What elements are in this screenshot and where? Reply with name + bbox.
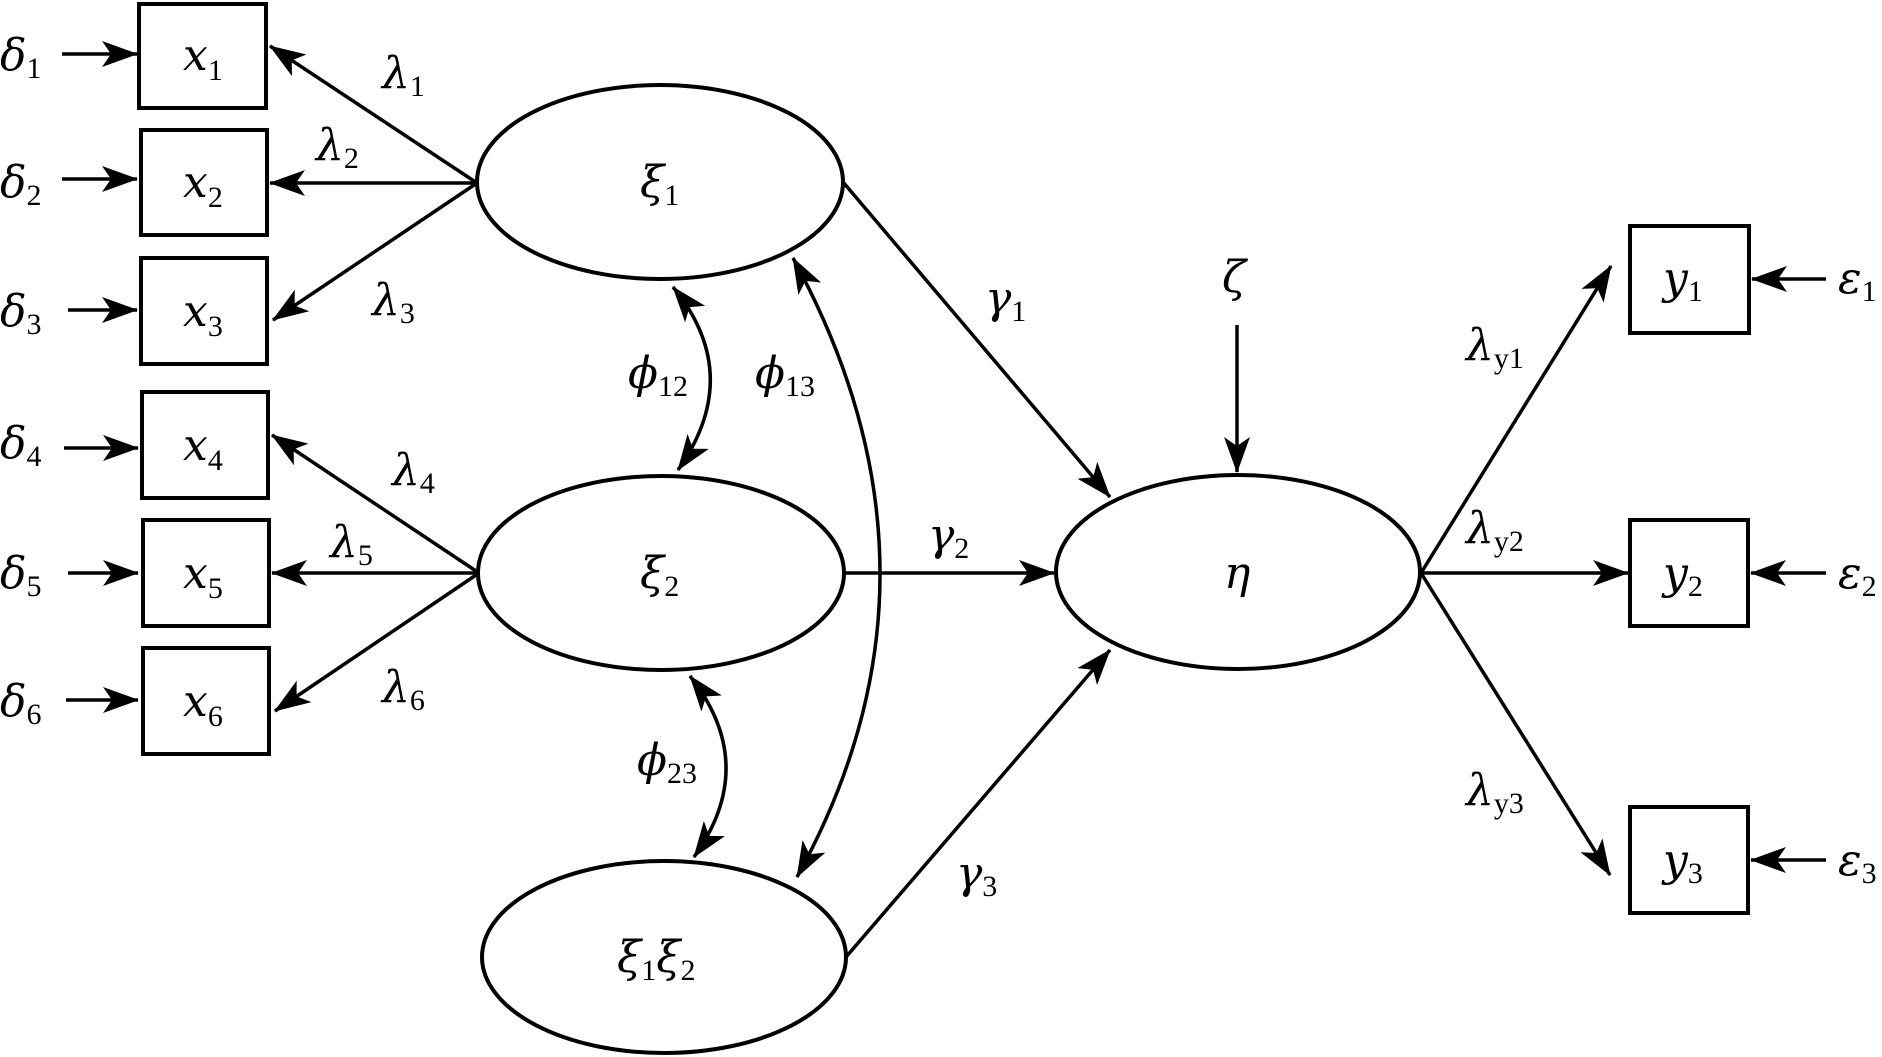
x-indicators: x1 δ1 x2 δ2 x3 δ3 x4 δ4 x5 bbox=[0, 2, 271, 756]
indicator-x2: x2 δ2 bbox=[0, 128, 269, 237]
arrow-gamma1 bbox=[841, 180, 1112, 499]
label-delta5: δ5 bbox=[0, 548, 42, 603]
indicator-x4: x4 δ4 bbox=[0, 390, 270, 500]
box-x5 bbox=[141, 518, 271, 628]
loadings-eta: λy1 λy2 λy3 bbox=[1419, 265, 1629, 876]
arrow-gamma3 bbox=[844, 648, 1112, 959]
arrow-lambda3 bbox=[272, 181, 478, 322]
indicator-x3: x3 δ3 bbox=[0, 256, 269, 366]
indicator-x5: x5 δ5 bbox=[0, 518, 271, 628]
indicator-x6: x6 δ6 bbox=[0, 646, 271, 756]
label-lambda-y1: λy1 bbox=[1464, 320, 1524, 375]
label-xi1xi2: ξ1ξ2 bbox=[617, 932, 695, 987]
box-y1 bbox=[1628, 224, 1751, 335]
label-lambda4: λ4 bbox=[390, 445, 435, 500]
label-gamma3: γ3 bbox=[956, 848, 997, 903]
latent-xi1xi2: ξ1ξ2 bbox=[480, 859, 848, 1055]
indicator-y3: y3 ε3 bbox=[1628, 805, 1877, 915]
label-x4: x4 bbox=[183, 420, 223, 477]
label-phi13: ϕ13 bbox=[755, 348, 815, 403]
latent-xi2: ξ2 bbox=[476, 474, 846, 672]
box-x2 bbox=[139, 128, 269, 237]
label-x5: x5 bbox=[183, 548, 223, 605]
latent-xi1: ξ1 bbox=[475, 83, 845, 281]
label-epsilon2: ε2 bbox=[1838, 548, 1877, 603]
label-y1: y1 bbox=[1661, 253, 1703, 308]
label-lambda5: λ5 bbox=[328, 517, 373, 572]
loadings-xi2: λ4 λ5 λ6 bbox=[271, 433, 480, 717]
arc-phi12 bbox=[671, 285, 713, 472]
arrow-lambda-y1 bbox=[1419, 265, 1613, 574]
box-x6 bbox=[141, 646, 271, 756]
label-x3: x3 bbox=[183, 286, 223, 343]
label-gamma1: γ1 bbox=[985, 273, 1026, 328]
label-lambda3: λ3 bbox=[370, 275, 415, 330]
label-x1: x1 bbox=[183, 30, 223, 87]
arrow-lambda-y3 bbox=[1419, 572, 1612, 876]
label-epsilon3: ε3 bbox=[1838, 835, 1877, 890]
label-eta: η bbox=[1224, 548, 1250, 599]
label-lambda1: λ1 bbox=[380, 48, 425, 103]
label-delta3: δ3 bbox=[0, 286, 42, 341]
label-zeta: ζ bbox=[1222, 252, 1249, 303]
y-indicators: y1 ε1 y2 ε2 y3 ε3 bbox=[1628, 224, 1877, 915]
label-x2: x2 bbox=[183, 157, 223, 214]
label-phi23: ϕ23 bbox=[637, 735, 697, 790]
arrow-lambda1 bbox=[269, 44, 478, 185]
label-delta1: δ1 bbox=[0, 30, 42, 85]
box-x3 bbox=[139, 256, 269, 366]
label-delta4: δ4 bbox=[0, 418, 42, 473]
covariances: ϕ12 ϕ13 ϕ23 bbox=[628, 257, 882, 878]
label-xi2: ξ2 bbox=[640, 548, 679, 603]
label-epsilon1: ε1 bbox=[1838, 253, 1877, 308]
label-xi1: ξ1 bbox=[640, 157, 679, 212]
box-x4 bbox=[140, 390, 270, 500]
indicator-y1: y1 ε1 bbox=[1628, 224, 1877, 335]
arrow-lambda6 bbox=[274, 571, 480, 713]
label-phi12: ϕ12 bbox=[628, 348, 688, 403]
loadings-xi1: λ1 λ2 λ3 bbox=[269, 44, 478, 330]
label-lambda6: λ6 bbox=[380, 662, 425, 717]
label-delta6: δ6 bbox=[0, 676, 42, 731]
label-lambda-y2: λy2 bbox=[1464, 503, 1524, 558]
indicator-x1: x1 δ1 bbox=[0, 2, 268, 110]
arc-phi23 bbox=[688, 674, 728, 859]
arrow-lambda4 bbox=[271, 433, 480, 575]
latent-eta: η ζ bbox=[1054, 252, 1422, 671]
label-lambda2: λ2 bbox=[314, 120, 359, 175]
structural-paths: γ1 γ2 γ3 bbox=[841, 180, 1112, 959]
label-x6: x6 bbox=[183, 676, 223, 733]
box-y3 bbox=[1628, 805, 1750, 915]
label-lambda-y3: λy3 bbox=[1464, 765, 1524, 820]
label-gamma2: γ2 bbox=[928, 510, 969, 565]
box-y2 bbox=[1628, 518, 1750, 628]
label-delta2: δ2 bbox=[0, 157, 42, 212]
label-y2: y2 bbox=[1661, 548, 1703, 603]
arc-phi13 bbox=[791, 257, 882, 878]
box-x1 bbox=[137, 2, 268, 110]
label-y3: y3 bbox=[1661, 835, 1703, 890]
indicator-y2: y2 ε2 bbox=[1628, 518, 1877, 628]
